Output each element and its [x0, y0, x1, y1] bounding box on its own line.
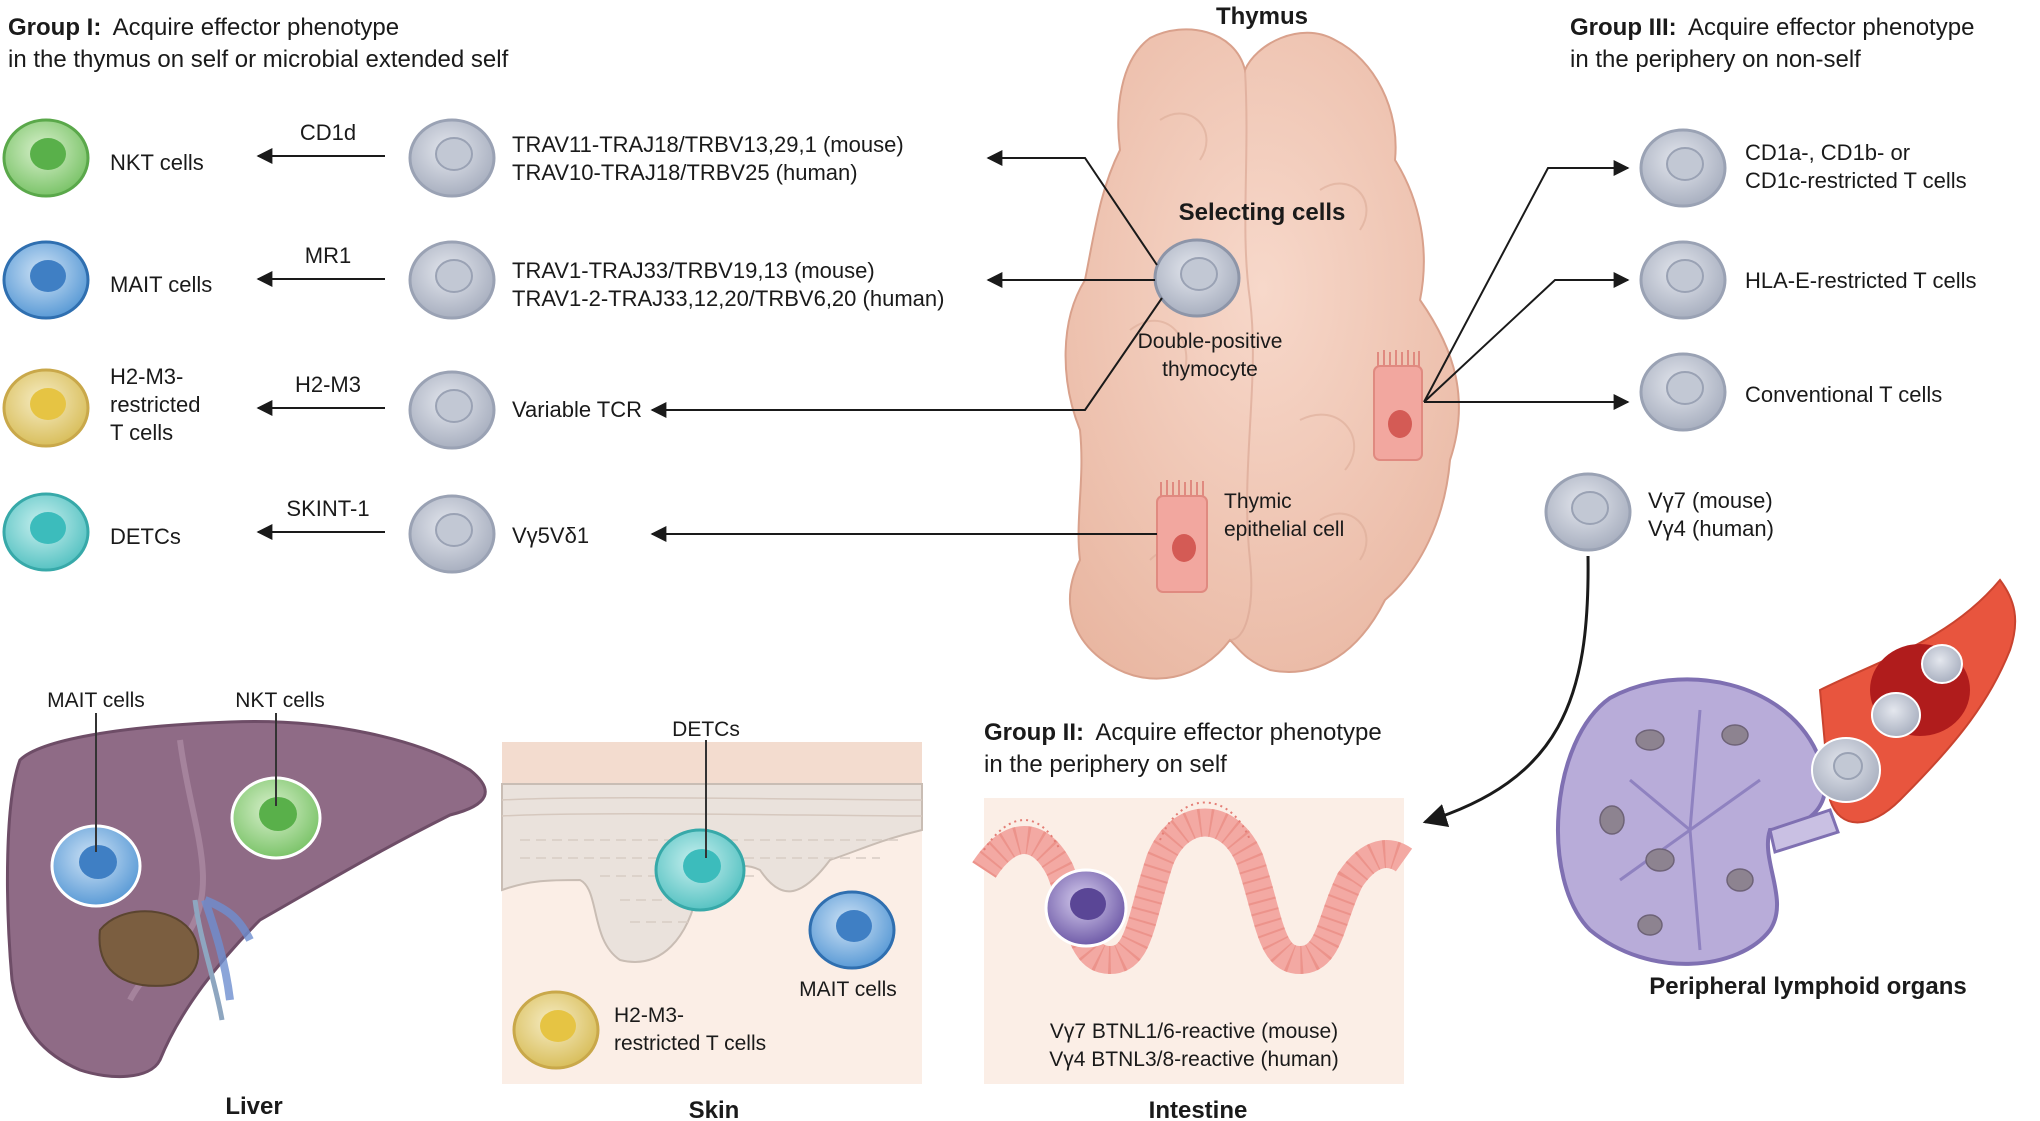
liver-nkt-cell — [230, 776, 322, 860]
skin-detc-cell — [654, 828, 746, 912]
group1-heading-line1: Acquire effector phenotype — [113, 14, 399, 41]
h2m3-effector-cell — [2, 368, 90, 448]
group1-heading-bold: Group I: — [8, 14, 101, 41]
cd1-line2: CD1c-restricted T cells — [1745, 168, 1967, 193]
mait-tcr-line2: TRAV1-2-TRAJ33,12,20/TRBV6,20 (human) — [512, 286, 944, 311]
h2m3-precursor-cell — [408, 370, 496, 450]
intestine-line2: Vγ4 BTNL3/8-reactive (human) — [1049, 1048, 1338, 1071]
nkt-tcr-line2: TRAV10-TRAJ18/TRBV25 (human) — [512, 160, 858, 185]
skin-h2m3-cell — [512, 990, 600, 1070]
hla-e-label: HLA-E-restricted T cells — [1745, 268, 1976, 293]
dp-thymocyte-line1: Double-positive — [1138, 330, 1283, 353]
nkt-tcr-line1: TRAV11-TRAJ18/TRBV13,29,1 (mouse) — [512, 132, 904, 157]
lymph-node-illustration — [1556, 677, 1840, 966]
vessel-cell-2 — [1871, 692, 1921, 738]
conventional-label: Conventional T cells — [1745, 382, 1942, 407]
group3-heading-line2: in the periphery on non-self — [1570, 46, 1861, 73]
group1-row-h2m3: H2-M3- restricted T cells H2-M3 Variable… — [2, 364, 642, 450]
vessel-cell-3 — [1811, 737, 1881, 803]
mait-effector-label: MAIT cells — [110, 272, 212, 297]
tec-line2: epithelial cell — [1224, 518, 1344, 541]
mait-precursor-cell — [408, 240, 496, 320]
tec-line1: Thymic — [1224, 490, 1292, 513]
group3-heading: Group III: Acquire effector phenotype — [1570, 14, 1974, 41]
detc-effector-cell — [2, 492, 90, 572]
group1-row-nkt: NKT cells CD1d TRAV11-TRAJ18/TRBV13,29,1… — [2, 118, 904, 198]
skin-title: Skin — [689, 1097, 740, 1121]
detc-restriction-label: SKINT-1 — [286, 496, 369, 521]
group3-item-hla-e: HLA-E-restricted T cells — [1639, 240, 1976, 320]
group1-heading-line2: in the thymus on self or microbial exten… — [8, 46, 509, 73]
dp-thymocyte-line2: thymocyte — [1162, 358, 1258, 381]
thymic-epithelial-cell-lower — [1156, 480, 1208, 593]
liver-title: Liver — [225, 1093, 282, 1120]
skin-h2m3-line2: restricted T cells — [614, 1032, 766, 1055]
h2m3-restriction-label: H2-M3 — [295, 372, 361, 397]
group2-heading-line1: Acquire effector phenotype — [1095, 719, 1381, 746]
double-positive-thymocyte — [1153, 238, 1241, 318]
thymus-to-group1-arrows — [650, 150, 1163, 542]
intestine-line1: Vγ7 BTNL1/6-reactive (mouse) — [1050, 1020, 1338, 1043]
nkt-effector-cell — [2, 118, 90, 198]
detc-effector-label: DETCs — [110, 524, 181, 549]
vgamma-to-intestine-arrow — [1422, 555, 1590, 828]
peripheral-title: Peripheral lymphoid organs — [1649, 973, 1966, 1000]
skin-h2m3-line1: H2-M3- — [614, 1004, 684, 1027]
thymus-title: Thymus — [1216, 3, 1308, 30]
liver-mait-label: MAIT cells — [47, 689, 145, 712]
group3-heading-bold: Group III: — [1570, 14, 1677, 41]
group3-item-conventional: Conventional T cells — [1639, 352, 1942, 432]
intestine-iel-cell — [1044, 868, 1128, 948]
group2-heading: Group II: Acquire effector phenotype — [984, 719, 1382, 746]
group2-heading-line2: in the periphery on self — [984, 751, 1227, 778]
liver-nkt-label: NKT cells — [235, 689, 324, 712]
mait-effector-cell — [2, 240, 90, 320]
group1-row-mait: MAIT cells MR1 TRAV1-TRAJ33/TRBV19,13 (m… — [2, 240, 944, 320]
h2m3-effector-line3: T cells — [110, 420, 173, 445]
selecting-cells-label: Selecting cells — [1179, 199, 1346, 226]
detc-precursor-cell — [408, 494, 496, 574]
skin-detc-label: DETCs — [672, 718, 740, 741]
skin-mait-label: MAIT cells — [799, 978, 897, 1001]
vessel-cell-1 — [1921, 644, 1963, 684]
mait-tcr-line1: TRAV1-TRAJ33/TRBV19,13 (mouse) — [512, 258, 875, 283]
group2-heading-bold: Group II: — [984, 719, 1084, 746]
vgamma-line2: Vγ4 (human) — [1648, 516, 1774, 541]
group1-row-detc: DETCs SKINT-1 Vγ5Vδ1 — [2, 492, 589, 574]
thymic-epithelial-cell-right — [1373, 350, 1423, 461]
nkt-effector-label: NKT cells — [110, 150, 204, 175]
h2m3-effector-line2: restricted — [110, 392, 200, 417]
h2m3-tcr-label: Variable TCR — [512, 397, 642, 422]
mait-restriction-label: MR1 — [305, 243, 351, 268]
cd1-line1: CD1a-, CD1b- or — [1745, 140, 1910, 165]
intestine-title: Intestine — [1149, 1097, 1248, 1121]
group3-item-cd1: CD1a-, CD1b- or CD1c-restricted T cells — [1639, 128, 1967, 208]
skin-mait-cell — [808, 890, 896, 970]
blood-vessel-illustration — [1811, 578, 2017, 824]
detc-tcr-label: Vγ5Vδ1 — [512, 523, 589, 548]
nkt-restriction-label: CD1d — [300, 120, 356, 145]
nkt-precursor-cell — [408, 118, 496, 198]
h2m3-effector-line1: H2-M3- — [110, 364, 183, 389]
vgamma-line1: Vγ7 (mouse) — [1648, 488, 1773, 513]
thymus-to-group3-arrows — [1423, 160, 1630, 410]
group1-heading: Group I: Acquire effector phenotype — [8, 14, 399, 41]
group3-item-vgamma: Vγ7 (mouse) Vγ4 (human) — [1544, 472, 1774, 552]
group3-heading-line1: Acquire effector phenotype — [1688, 14, 1974, 41]
